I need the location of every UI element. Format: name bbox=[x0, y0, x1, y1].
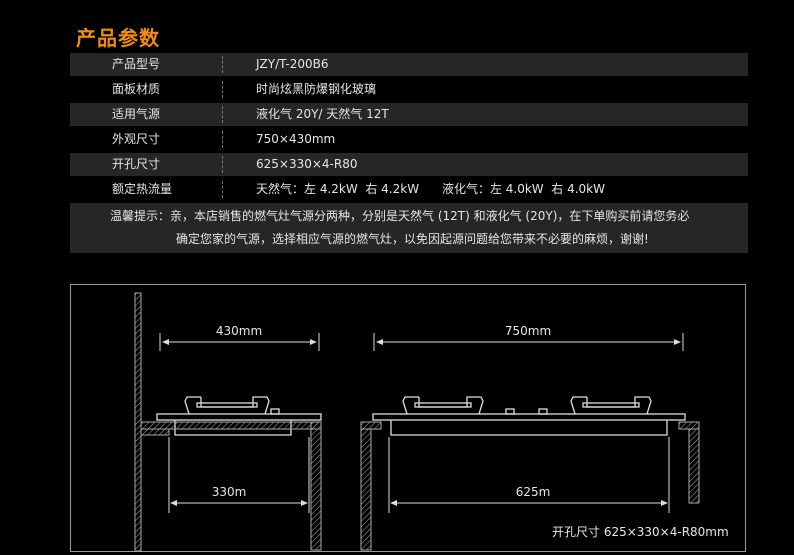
spec-value: 时尚炫黑防爆钢化玻璃 bbox=[256, 82, 377, 96]
spec-label: 开孔尺寸 bbox=[112, 157, 161, 171]
spec-label: 产品型号 bbox=[112, 57, 161, 71]
spec-row-cutout: 开孔尺寸 625×330×4-R80 bbox=[70, 153, 748, 176]
front-support-right bbox=[688, 428, 700, 504]
row-divider bbox=[222, 81, 223, 98]
spec-value: JZY/T-200B6 bbox=[256, 57, 329, 71]
note-line-1: 温馨提示：亲，本店销售的燃气灶气源分两种，分别是天然气 (12T) 和液化气 (… bbox=[110, 209, 690, 223]
front-stove bbox=[372, 396, 686, 436]
spec-value: 750×430mm bbox=[256, 132, 336, 146]
spec-value: 625×330×4-R80 bbox=[256, 157, 358, 171]
spec-value: 天然气：左 4.2kW 右 4.2kW 液化气：左 4.0kW 右 4.0kW bbox=[256, 182, 605, 196]
spec-row-gas: 适用气源 液化气 20Y/ 天然气 12T bbox=[70, 103, 748, 126]
front-counter bbox=[360, 421, 382, 430]
installation-diagram: 430mm 330m bbox=[70, 284, 746, 552]
page-title: 产品参数 bbox=[76, 26, 160, 50]
side-support bbox=[310, 421, 322, 551]
spec-label: 额定热流量 bbox=[112, 182, 173, 196]
spec-row-material: 面板材质 时尚炫黑防爆钢化玻璃 bbox=[70, 78, 748, 101]
spec-row-size: 外观尺寸 750×430mm bbox=[70, 128, 748, 151]
row-divider bbox=[222, 56, 223, 73]
spec-value: 液化气 20Y/ 天然气 12T bbox=[256, 107, 389, 121]
spec-row-heat: 额定热流量 天然气：左 4.2kW 右 4.2kW 液化气：左 4.0kW 右 … bbox=[70, 178, 748, 201]
wall bbox=[134, 292, 142, 552]
spec-table: 产品型号 JZY/T-200B6 面板材质 时尚炫黑防爆钢化玻璃 适用气源 液化… bbox=[70, 53, 748, 253]
side-cutout-label: 330m bbox=[212, 485, 247, 499]
side-counter bbox=[140, 421, 322, 430]
side-width-dimension bbox=[159, 333, 320, 351]
front-support-left bbox=[360, 428, 372, 551]
side-width-label: 430mm bbox=[216, 324, 262, 338]
spec-label: 外观尺寸 bbox=[112, 132, 161, 146]
spec-row-model: 产品型号 JZY/T-200B6 bbox=[70, 53, 748, 76]
diagram-drawing: 430mm 330m bbox=[134, 292, 700, 552]
spec-label: 适用气源 bbox=[112, 107, 161, 121]
row-divider bbox=[222, 131, 223, 148]
side-cutout-dimension bbox=[168, 437, 310, 513]
spec-label: 面板材质 bbox=[112, 82, 161, 96]
front-cutout-dimension bbox=[388, 437, 670, 513]
cutout-caption: 开孔尺寸 625×330×4-R80mm bbox=[552, 525, 729, 539]
row-divider bbox=[222, 106, 223, 123]
front-width-dimension bbox=[373, 333, 684, 351]
row-divider bbox=[222, 156, 223, 173]
front-cutout-label: 625m bbox=[516, 485, 551, 499]
note-line-2: 确定您家的气源，选择相应气源的燃气灶，以免因起源问题给您带来不必要的麻烦，谢谢! bbox=[176, 232, 649, 246]
warm-tip-note: 温馨提示：亲，本店销售的燃气灶气源分两种，分别是天然气 (12T) 和液化气 (… bbox=[70, 203, 748, 253]
row-divider bbox=[222, 181, 223, 198]
front-width-label: 750mm bbox=[505, 324, 551, 338]
front-counter bbox=[678, 421, 700, 430]
